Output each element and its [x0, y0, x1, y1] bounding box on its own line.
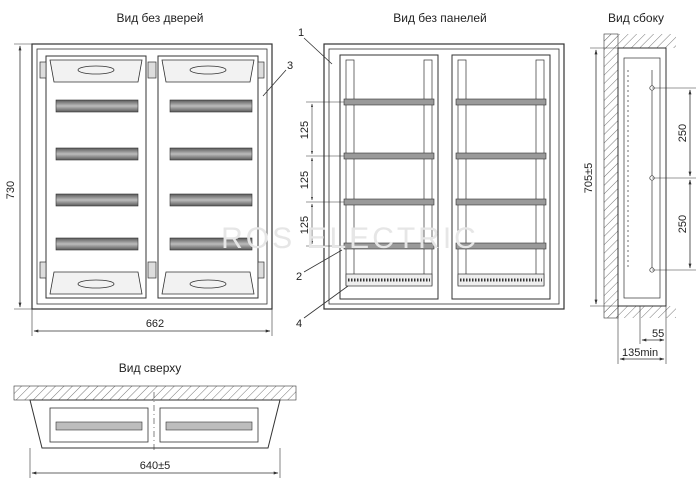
terminal-blocks	[345, 273, 545, 287]
top-rail-right	[165, 421, 253, 431]
wall-hatch-top-view	[13, 385, 297, 401]
callout-4: 4	[296, 318, 302, 330]
callout-3: 3	[287, 60, 293, 72]
dim-width-overall: 662	[146, 318, 164, 330]
dim-height-overall: 730	[5, 181, 17, 199]
module-row	[169, 237, 253, 251]
view-front-no-panels: Вид без панелей	[221, 11, 565, 330]
module-rows-no-doors	[55, 99, 253, 251]
module-row	[55, 147, 139, 161]
bottom-cover-right	[161, 271, 255, 295]
cabinet-frame-outer	[31, 43, 273, 310]
section-left	[45, 55, 147, 299]
dim-side-pitch-2: 250	[677, 215, 689, 233]
cover-handle-top-right	[189, 65, 227, 75]
section-right	[157, 55, 259, 299]
dim-side-height: 705±5	[583, 163, 595, 194]
top-body	[29, 399, 281, 449]
cover-handle-bottom-right	[189, 279, 227, 289]
hinges	[39, 61, 265, 279]
view-title-side: Вид сбоку	[608, 11, 664, 25]
bottom-cover-left	[49, 271, 143, 295]
callout-4-leader	[303, 285, 349, 319]
dim-rail-pitch-1: 125	[299, 121, 311, 139]
mounting-frame-right	[451, 54, 551, 300]
top-section-left	[49, 407, 149, 443]
callout-1: 1	[298, 27, 304, 39]
din-rail	[343, 152, 435, 160]
dim-side-depth-min: 135min	[622, 347, 658, 359]
din-rail	[343, 98, 435, 106]
dim-rail-pitch-2: 125	[299, 171, 311, 189]
top-rail-left	[55, 421, 143, 431]
top-cover-right	[161, 59, 255, 83]
module-row	[169, 193, 253, 207]
callout-2-leader	[303, 249, 343, 273]
side-body	[617, 47, 667, 307]
din-rail	[343, 198, 435, 206]
cover-handle-top-left	[77, 65, 115, 75]
module-row	[169, 147, 253, 161]
module-row	[55, 237, 139, 251]
cabinet-frame-inner	[36, 48, 268, 305]
top-section-right	[159, 407, 259, 443]
wall-hatch-side	[603, 33, 619, 319]
din-rails	[343, 98, 547, 250]
din-rail	[455, 98, 547, 106]
dim-top-width: 640±5	[140, 460, 171, 472]
view-front-no-doors: Вид без дверей	[5, 11, 293, 336]
cover-handle-bottom-left	[77, 279, 115, 289]
cabinet-frame-outer-2	[323, 43, 565, 310]
callout-3-leader	[262, 69, 287, 97]
mounting-frame-left	[339, 54, 439, 300]
module-row	[55, 193, 139, 207]
module-row	[55, 99, 139, 113]
dim-side-pitch-1: 250	[677, 124, 689, 142]
dim-side-depth-small: 55	[652, 328, 664, 340]
view-top: Вид сверху 640±5	[13, 361, 297, 478]
rail-pitch-dimensions	[306, 101, 344, 247]
dim-rail-pitch-3: 125	[299, 216, 311, 234]
din-rail	[455, 198, 547, 206]
wall-hatch-top	[604, 34, 676, 48]
watermark: ROS ELECTRIC	[221, 222, 479, 255]
view-title-no-doors: Вид без дверей	[117, 11, 204, 25]
din-rail	[455, 242, 547, 250]
din-rail	[455, 152, 547, 160]
callout-1-leader	[303, 37, 333, 65]
top-cover-left	[49, 59, 143, 83]
view-side: Вид сбоку 705±5 250 250 55 135min	[583, 11, 696, 364]
view-title-no-panels: Вид без панелей	[393, 11, 486, 25]
callout-2: 2	[296, 271, 302, 283]
module-row	[169, 99, 253, 113]
cabinet-frame-inner-2	[328, 48, 560, 305]
view-title-top: Вид сверху	[119, 361, 182, 375]
